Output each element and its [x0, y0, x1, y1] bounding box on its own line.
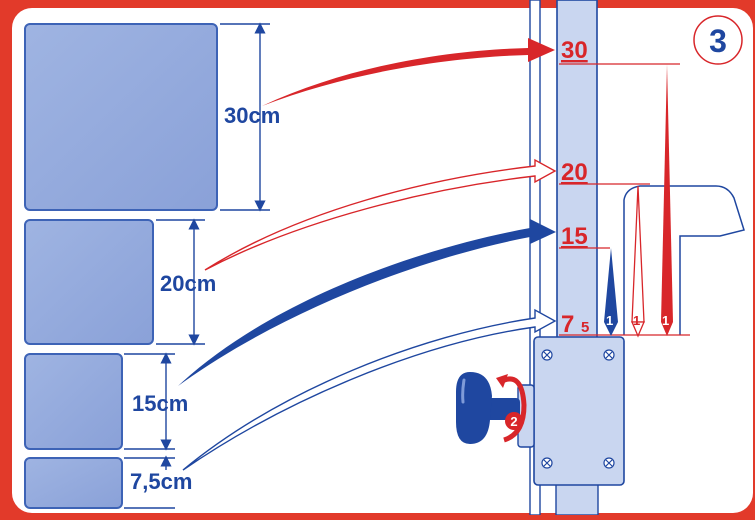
scale-value-5: 5: [581, 319, 589, 336]
scale-numbers: 30 20 15 7 5: [561, 37, 589, 338]
square-30cm: [24, 23, 218, 211]
square-7-5cm: [24, 457, 123, 509]
marker-label-1-outline: 1: [633, 313, 640, 328]
scale-value-30: 30: [561, 37, 588, 64]
scale-value-7: 7: [561, 311, 574, 338]
arrow-20: [204, 158, 557, 271]
rotate-step-number: 2: [510, 414, 517, 429]
square-20cm: [24, 219, 154, 345]
template-squares: [24, 23, 218, 509]
scale-value-15: 15: [561, 223, 588, 250]
square-15cm: [24, 353, 123, 450]
marker-30: [661, 64, 673, 322]
rotate-arrow-icon: 2: [496, 374, 527, 443]
marker-15: [604, 248, 618, 322]
step-badge: 3: [693, 15, 743, 65]
size-label-20cm: 20cm: [160, 271, 216, 296]
screw-icon: [541, 349, 553, 361]
step-number: 3: [709, 23, 727, 59]
arrow-15: [178, 219, 556, 386]
dimension-lines: [124, 22, 270, 509]
scale-value-20: 20: [561, 159, 588, 186]
size-label-15cm: 15cm: [132, 391, 188, 416]
height-markers: 1 1 1: [604, 64, 673, 338]
machine-outline: [623, 185, 745, 335]
screw-icon: [603, 349, 615, 361]
size-label-30cm: 30cm: [224, 103, 280, 128]
marker-label-1-red: 1: [662, 313, 669, 328]
pointer-arrows: [178, 38, 557, 471]
marker-label-1-blue: 1: [606, 313, 613, 328]
screw-icon: [541, 457, 553, 469]
scale-ticks: [559, 63, 690, 336]
size-label-7-5cm: 7,5cm: [130, 469, 192, 494]
arrow-30: [262, 38, 555, 106]
screw-icon: [603, 457, 615, 469]
arrow-7-5: [182, 308, 557, 471]
